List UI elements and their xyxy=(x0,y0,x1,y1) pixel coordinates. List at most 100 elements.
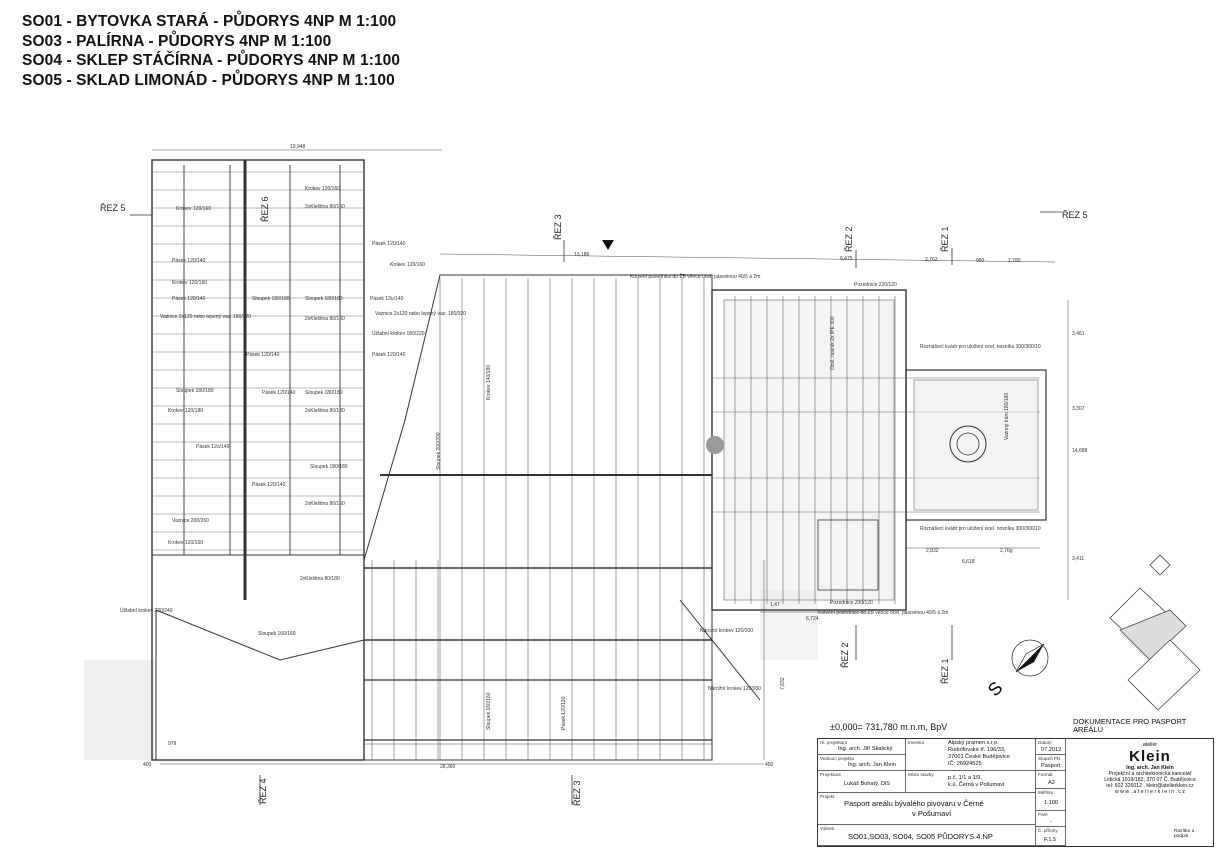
section-rez1-top: ŘEZ 1 xyxy=(940,226,950,252)
dim-14688: 14,688 xyxy=(1072,448,1088,454)
tb-investor-line3: 37001 České Budějovice xyxy=(948,754,1010,760)
section-rez3-top: ŘEZ 3 xyxy=(553,214,563,240)
label-krokev-7: Krokev 140/180 xyxy=(486,365,492,400)
tb-stupen: Stupeň PD Pasport xyxy=(1036,755,1066,771)
dim-3411: 3,411 xyxy=(1072,556,1084,562)
tb-ved-projektu-caption: Vedoucí projektu xyxy=(820,756,855,761)
tb-investor-line2: Rudolfovská tř. 196/33, xyxy=(948,747,1006,753)
dim-6475: 6,475 xyxy=(840,256,853,262)
dim-bottom-first: 979 xyxy=(168,741,177,747)
title-so05: SO05 - SKLAD LIMONÁD - PŮDORYS 4NP M 1:1… xyxy=(22,71,395,89)
label-pasek-1: Pásek 120/140 xyxy=(372,241,406,247)
section-rez2-bottom: ŘEZ 2 xyxy=(840,642,850,668)
tb-meritko-value: 1:100 xyxy=(1044,800,1058,806)
site-situation-diagram xyxy=(1109,554,1201,711)
label-kotveni-2: Kotvení pozednice do ŽB věnce ocel. páso… xyxy=(818,608,948,616)
label-pasek-10: Pásek 120/120 xyxy=(561,696,567,730)
dim-bottom-total: 28,360 xyxy=(440,764,456,770)
label-krokev-6: Krokev 120/160 xyxy=(168,540,203,546)
tb-misto-line2: k.ú. Černá v Pošumaví xyxy=(948,782,1005,788)
label-sloupek-3: Sloupek 180/180 xyxy=(176,388,214,394)
dimension-lines xyxy=(152,149,1069,765)
tb-hl-projektant-value: Ing. arch. Jiří Skalický xyxy=(838,746,893,752)
tb-projektant-caption: Projektant xyxy=(820,772,841,777)
label-krokev-1: Krokev 120/160 xyxy=(305,186,340,192)
studio-name: Klein xyxy=(1129,748,1171,765)
label-klestina-2: 2xKleština 80/160 xyxy=(305,316,345,322)
label-sloupek-2: Sloupek 180/180 xyxy=(305,296,343,302)
section-rez4: ŘEZ 4 xyxy=(258,778,268,804)
studio-logo: ateliér Klein Ing. arch. Jan Klein Proje… xyxy=(1090,742,1210,795)
studio-line3: tel: 602 326012 , klein@atelierklein.cz xyxy=(1106,783,1194,789)
label-vazny-tram: Vaznný trám 180/180 xyxy=(1004,393,1010,440)
dim-bottom-right: 450 xyxy=(765,762,774,768)
dim-bottom-left: 400 xyxy=(143,762,152,768)
tb-vykres: Výkres SO01,SO03, SO04, SO05 PŮDORYS 4.N… xyxy=(818,825,1036,846)
section-rez3-bottom: ŘEZ 3 xyxy=(572,780,582,806)
tb-format: Formát A2 xyxy=(1036,771,1066,789)
tb-projektant-value: Lukáš Bohatý, DiS xyxy=(844,781,891,787)
label-pasek-7: Pásek 120/140 xyxy=(262,390,296,396)
title-so04: SO04 - SKLEP STÁČÍRNA - PŮDORYS 4NP M 1:… xyxy=(22,52,401,69)
label-uzlabni-2: Úžlabní krokev 220/240 xyxy=(120,607,173,614)
label-vaznice-2: Vaznice 2x120 nebo lepený vaz. 180/320 xyxy=(375,311,466,317)
tb-priloha-caption: Č. přílohy xyxy=(1038,828,1058,833)
section-rez6: ŘEZ 6 xyxy=(260,196,270,222)
tb-ved-projektu-value: Ing. arch. Jan Klein xyxy=(848,762,896,768)
tb-projekt-line1: Pasport areálu bývalého pivovaru v Černé xyxy=(844,799,984,808)
dim-top-mid: 13,186 xyxy=(574,252,590,258)
studio-line1: Projekční a architektonická kancelář xyxy=(1108,771,1192,777)
tb-razitko: Razítko a podpis xyxy=(1066,825,1213,846)
section-rez5-right: ŘEZ 5 xyxy=(1062,210,1088,220)
tb-datum-caption: Datum xyxy=(1038,740,1052,745)
tb-pare: Paré - xyxy=(1036,811,1066,827)
drawing-titles: SO01 - BYTOVKA STARÁ - PŮDORYS 4NP M 1:1… xyxy=(22,12,400,90)
north-letter: S xyxy=(984,678,1007,701)
tb-projektant: Projektant Lukáš Bohatý, DiS xyxy=(818,771,906,793)
level-triangle-icon xyxy=(602,240,614,250)
tb-meritko-caption: Měřítko xyxy=(1038,790,1054,795)
studio-person: Ing. arch. Jan Klein xyxy=(1126,765,1174,771)
tb-misto: Místo stavby p.č. 1/1 a 1/9, k.ú. Černá … xyxy=(906,771,1036,793)
title-block: Hl. projektant Ing. arch. Jiří Skalický … xyxy=(817,738,1214,847)
dim-3307: 3,307 xyxy=(1072,406,1085,412)
dim-950: 950 xyxy=(976,258,985,264)
label-krokev-2: Krokev 120/160 xyxy=(176,206,211,212)
label-pasek-6: Pásek 120/140 xyxy=(372,352,406,358)
tb-pare-value: - xyxy=(1050,819,1052,825)
tb-projekt: Projekt Pasport areálu bývalého pivovaru… xyxy=(818,793,1036,825)
building-so01 xyxy=(151,159,365,761)
dim-6724: 6,724 xyxy=(806,616,819,622)
member-labels: Krokev 120/160 Krokev 120/160 2xKleština… xyxy=(120,186,1041,730)
label-krokev-3: Krokev 120/160 xyxy=(390,262,425,268)
label-pasek-9: Pásek 120/140 xyxy=(252,482,286,488)
tb-ved-projektu: Vedoucí projektu Ing. arch. Jan Klein xyxy=(818,755,906,771)
tb-investor-caption: Investor xyxy=(908,740,925,745)
dim-top-width: 13,948 xyxy=(290,144,306,150)
tb-priloha-value: F.1.5 xyxy=(1044,837,1057,843)
studio-web: w w w . a t e l i e r k l e i n . c z xyxy=(1114,789,1186,795)
label-krokev-4: Krokev 120/160 xyxy=(172,280,207,286)
label-narozni-1: Nárožní krokev 120/200 xyxy=(700,628,753,634)
tb-hl-projektant-caption: Hl. projektant xyxy=(820,740,848,745)
label-klestina-5: 2xKleština 80/180 xyxy=(300,576,340,582)
tb-projekt-caption: Projekt xyxy=(820,794,835,799)
label-klestina-1: 2xKleština 80/160 xyxy=(305,204,345,210)
tb-investor-line1: Alpský pramen s.r.o. xyxy=(948,740,999,746)
tb-misto-caption: Místo stavby xyxy=(908,772,934,777)
studio-name-small: ateliér xyxy=(1142,742,1158,748)
label-pasek-2: Pásek 120/140 xyxy=(172,258,206,264)
section-rez5-left: ŘEZ 5 xyxy=(100,203,126,213)
tb-meritko: Měřítko 1:100 xyxy=(1036,789,1066,811)
ground-hatch xyxy=(84,590,818,760)
tb-priloha: Č. přílohy F.1.5 xyxy=(1036,827,1066,846)
tb-stupen-value: Pasport xyxy=(1041,763,1061,769)
tb-misto-line1: p.č. 1/1 a 1/9, xyxy=(948,775,982,781)
tb-datum-value: 07.2012 xyxy=(1041,747,1062,753)
label-sloupek-5: Sloupek 180/180 xyxy=(310,464,348,470)
title-so01: SO01 - BYTOVKA STARÁ - PŮDORYS 4NP M 1:1… xyxy=(22,13,397,30)
north-arrow-icon xyxy=(1011,639,1049,677)
label-pasek-5: Pásek 120/140 xyxy=(246,352,280,358)
label-pozednice-2: Pozednice 200/120 xyxy=(830,600,873,606)
dim-2780: 2,780 xyxy=(1008,258,1021,264)
